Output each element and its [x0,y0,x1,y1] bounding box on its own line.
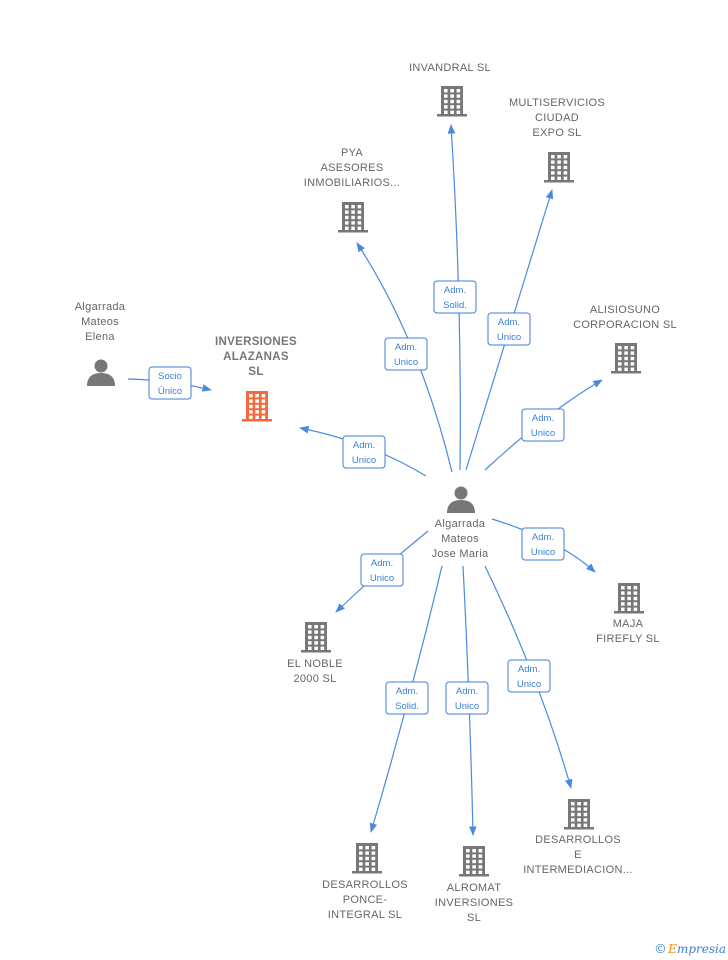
edge-label-text: Adm. [532,532,554,543]
building-icon[interactable] [459,846,489,877]
edge-label-jose-alazanas[interactable]: Adm. Unico [342,435,386,469]
edge-label-text: Unico [531,547,555,558]
node-label-line: ALAZANAS [223,351,289,363]
node-label-line: INVERSIONES [435,897,514,909]
node-label-line: PYA [341,147,363,159]
node-label-maja[interactable]: MAJA FIREFLY SL [596,618,660,645]
node-label-invandral[interactable]: INVANDRAL SL [409,62,491,74]
edge-label-text: Adm. [395,342,417,353]
node-label-line: Mateos [441,533,479,545]
edge-label-text: Unico [531,428,555,439]
building-icon[interactable] [242,391,272,422]
edge-label-text: Único [158,386,182,397]
node-label-line: ALROMAT [447,882,501,894]
building-icon[interactable] [338,202,368,233]
node-label-alazanas[interactable]: INVERSIONES ALAZANAS SL [215,336,297,378]
node-label-ponce[interactable]: DESARROLLOS PONCE- INTEGRAL SL [322,879,408,921]
node-label-line: Jose Maria [432,548,489,560]
node-label-intermediacion[interactable]: DESARROLLOS E INTERMEDIACION... [523,834,633,876]
node-label-line: EL NOBLE [287,658,343,670]
edge-label-jose-maja[interactable]: Adm. Unico [521,527,565,561]
node-label-line: Algarrada [435,518,486,530]
edge-label-text: Unico [352,455,376,466]
node-label-alromat[interactable]: ALROMAT INVERSIONES SL [435,882,514,924]
building-icon[interactable] [614,583,644,614]
edge-label-jose-multiservicios[interactable]: Adm. Unico [487,312,531,346]
edge-label-jose-pya[interactable]: Adm. Unico [384,337,428,371]
node-label-elnoble[interactable]: EL NOBLE 2000 SL [287,658,343,685]
edge-label-text: Adm. [498,317,520,328]
edge-label-text: Solid. [443,300,467,311]
node-label-line: CIUDAD [535,112,579,124]
edge-label-text: Adm. [444,285,466,296]
node-label-line: E [574,849,582,861]
edge-label-text: Adm. [518,664,540,675]
edge-label-text: Solid. [395,701,419,712]
edge-label-text: Adm. [353,440,375,451]
edge-label-text: Adm. [396,686,418,697]
edge-label-text: Adm. [532,413,554,424]
building-icon[interactable] [564,799,594,830]
node-label-line: ALISIOSUNO [590,304,660,316]
node-label-line: INTERMEDIACION... [523,864,633,876]
node-label-pya[interactable]: PYA ASESORES INMOBILIARIOS... [304,147,400,189]
node-label-line: DESARROLLOS [322,879,408,891]
building-icon[interactable] [437,86,467,117]
node-label-line: ASESORES [321,162,384,174]
node-label-line: MAJA [613,618,644,630]
node-label-line: MULTISERVICIOS [509,97,605,109]
node-label-line: Mateos [81,316,119,328]
edge-label-jose-invandral[interactable]: Adm. Solid. [433,280,477,314]
node-label-multiservicios[interactable]: MULTISERVICIOS CIUDAD EXPO SL [509,97,605,139]
node-label-alisiosuno[interactable]: ALISIOSUNO CORPORACION SL [573,304,677,331]
node-label-line: INMOBILIARIOS... [304,177,400,189]
edge-label-jose-ponce[interactable]: Adm. Solid. [385,681,429,715]
building-icon[interactable] [611,343,641,374]
edge-label-text: Socio [158,371,182,382]
building-icon[interactable] [301,622,331,653]
node-label-line: SL [467,912,481,924]
node-label-line: Algarrada [75,301,126,313]
node-label-line: PONCE- [343,894,388,906]
person-icon[interactable] [447,486,475,514]
building-icon[interactable] [352,843,382,874]
node-label-line: DESARROLLOS [535,834,621,846]
copyright-icon: © [655,941,666,956]
edge-label-text: Unico [394,357,418,368]
edge-label-jose-alisiosuno[interactable]: Adm. Unico [521,408,565,442]
footer-brand[interactable]: ©Empresia [656,941,726,956]
node-label-line: EXPO SL [532,127,581,139]
edge-label-text: Unico [517,679,541,690]
node-label-line: 2000 SL [293,673,336,685]
edge-label-jose-intermediacion[interactable]: Adm. Unico [507,659,551,693]
node-label-line: INVANDRAL SL [409,62,491,74]
edge-label-text: Unico [370,573,394,584]
node-label-line: INTEGRAL SL [328,909,402,921]
edge-label-text: Unico [497,332,521,343]
edge-label-text: Adm. [371,558,393,569]
node-label-line: FIREFLY SL [596,633,660,645]
edge-label-text: Adm. [456,686,478,697]
edge-label-text: Unico [455,701,479,712]
brand-logo: Empresia [668,942,726,956]
edge-label-jose-elnoble[interactable]: Adm. Unico [360,553,404,587]
person-icon[interactable] [87,359,115,387]
node-label-line: CORPORACION SL [573,319,677,331]
node-label-line: SL [248,366,263,378]
node-label-line: INVERSIONES [215,336,297,348]
node-label-line: Elena [85,331,115,343]
building-icon[interactable] [544,152,574,183]
edge-label-jose-alromat[interactable]: Adm. Unico [445,681,489,715]
